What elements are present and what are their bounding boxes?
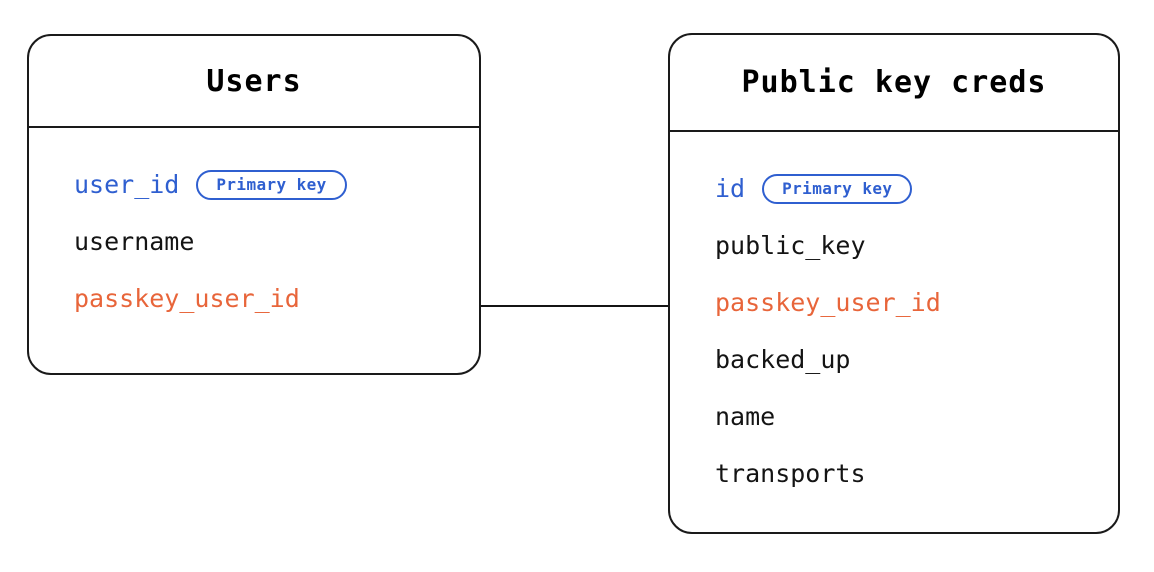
field-name-name: name <box>715 402 776 431</box>
primary-key-badge-label: Primary key <box>782 178 893 198</box>
field-row-transports[interactable]: transports <box>670 445 1118 502</box>
field-name-backed-up: backed_up <box>715 345 851 374</box>
entity-public-key-creds-title: Public key creds <box>741 65 1047 100</box>
field-name-public-key: public_key <box>715 231 866 260</box>
field-name-user-id: user_id <box>74 170 180 199</box>
primary-key-badge-id: Primary key <box>762 173 913 204</box>
entity-public-key-creds-field-list: id Primary key public_key passkey_user_i… <box>670 132 1118 502</box>
field-name-passkey-user-id: passkey_user_id <box>74 284 300 313</box>
entity-users-field-list: user_id Primary key username passkey_use… <box>29 128 479 327</box>
field-row-name[interactable]: name <box>670 388 1118 445</box>
field-row-backed-up[interactable]: backed_up <box>670 331 1118 388</box>
field-row-username[interactable]: username <box>29 213 479 270</box>
field-row-user-id[interactable]: user_id Primary key <box>29 156 479 213</box>
field-name-passkey-user-id: passkey_user_id <box>715 288 941 317</box>
field-name-username: username <box>74 227 195 256</box>
primary-key-badge-label: Primary key <box>216 174 327 194</box>
primary-key-badge-user-id: Primary key <box>196 169 347 200</box>
field-row-passkey-user-id[interactable]: passkey_user_id <box>670 274 1118 331</box>
field-row-id[interactable]: id Primary key <box>670 160 1118 217</box>
entity-users[interactable]: Users user_id Primary key username passk… <box>27 34 481 375</box>
field-row-public-key[interactable]: public_key <box>670 217 1118 274</box>
entity-public-key-creds-header: Public key creds <box>670 35 1118 132</box>
relationship-connector-users-public-key-creds <box>479 305 670 307</box>
field-name-id: id <box>715 174 746 203</box>
entity-users-header: Users <box>29 36 479 128</box>
entity-users-title: Users <box>206 63 302 99</box>
field-name-transports: transports <box>715 459 866 488</box>
entity-public-key-creds[interactable]: Public key creds id Primary key public_k… <box>668 33 1120 534</box>
field-row-passkey-user-id[interactable]: passkey_user_id <box>29 270 479 327</box>
